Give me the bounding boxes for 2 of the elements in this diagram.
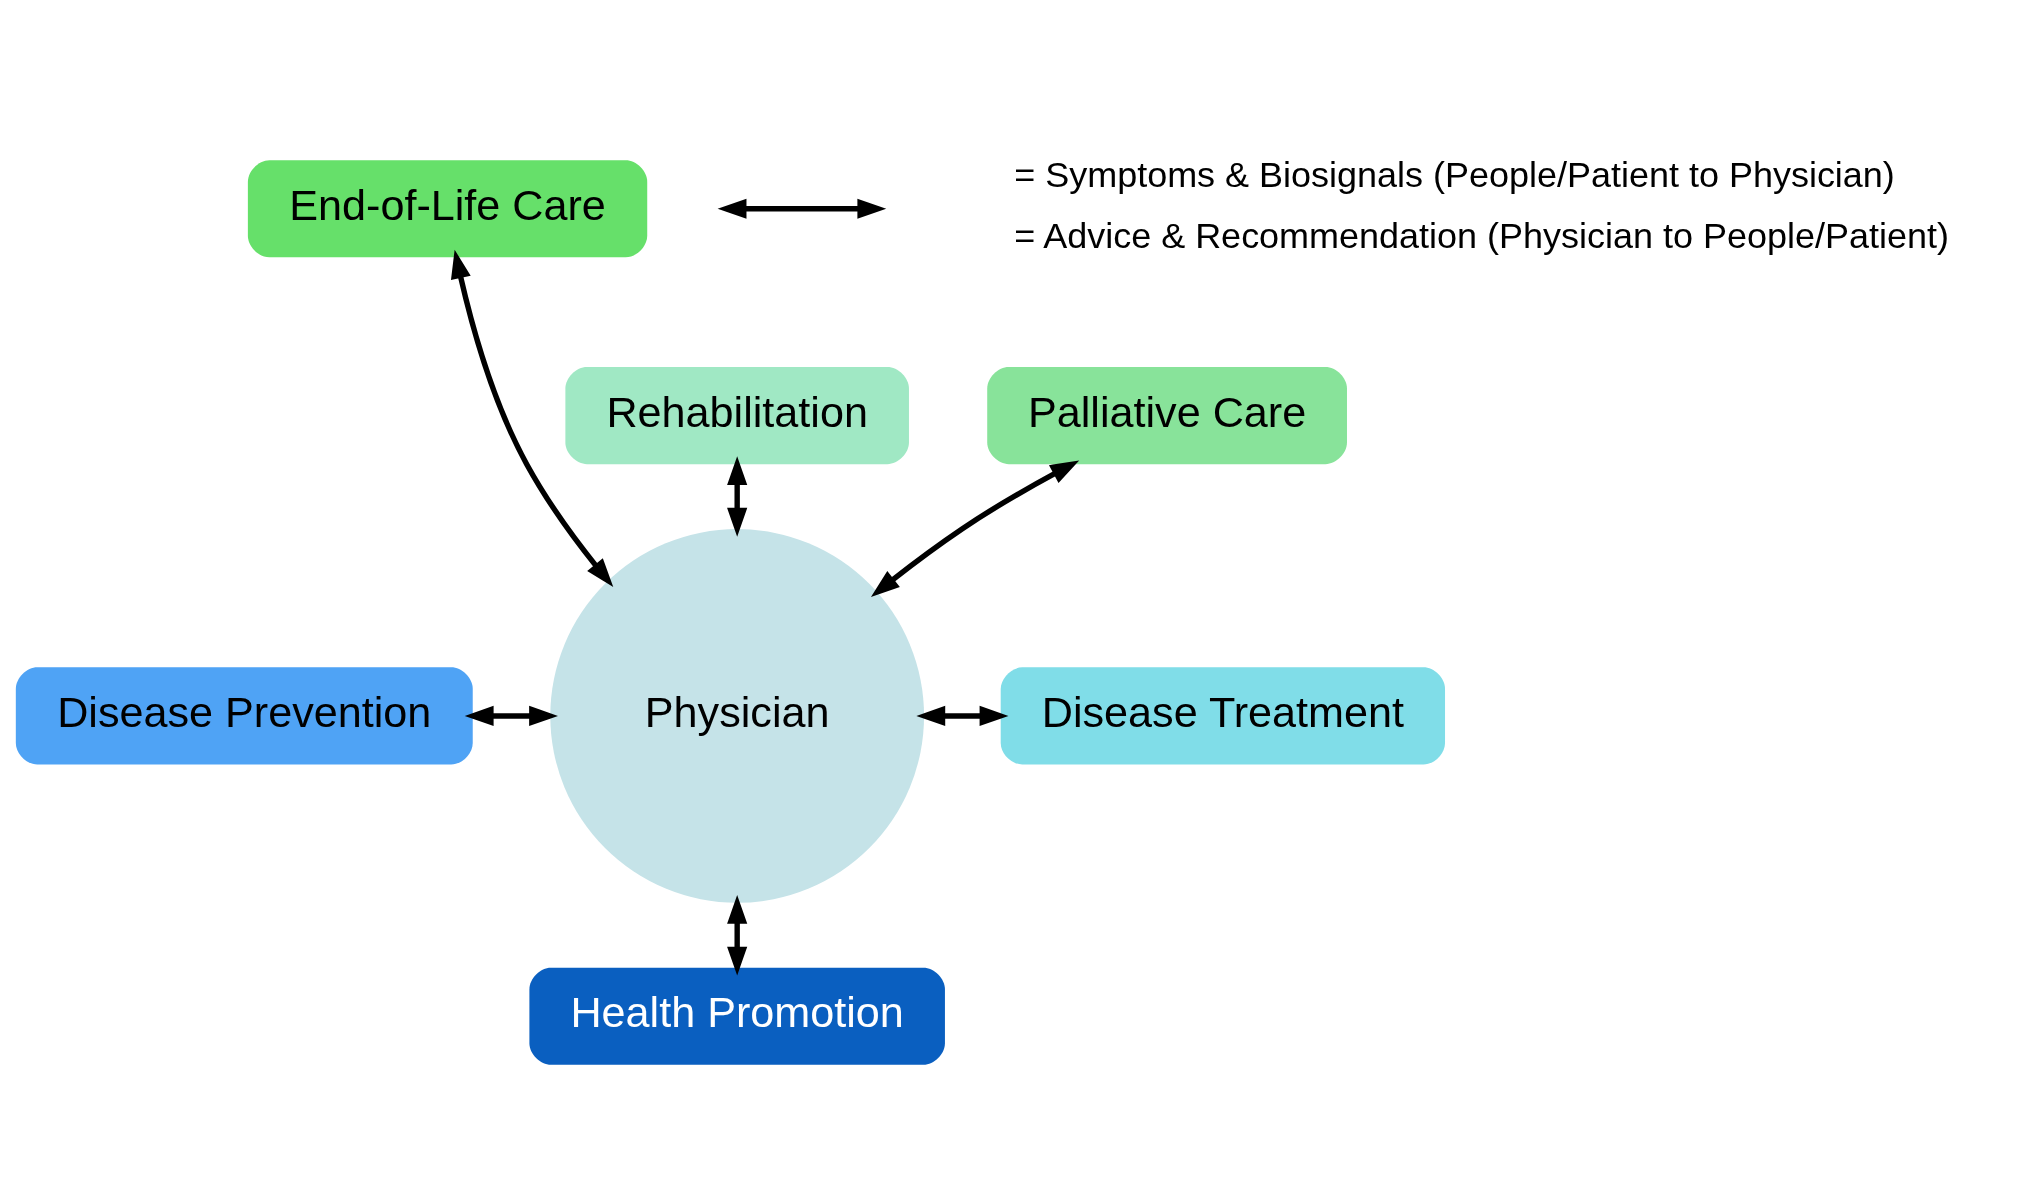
- legend-label: = Symptoms & Biosignals (People/Patient to Physician): [1014, 153, 1895, 195]
- legend-label: = Advice & Recommendation (Physician to People/Patient): [1014, 214, 1949, 256]
